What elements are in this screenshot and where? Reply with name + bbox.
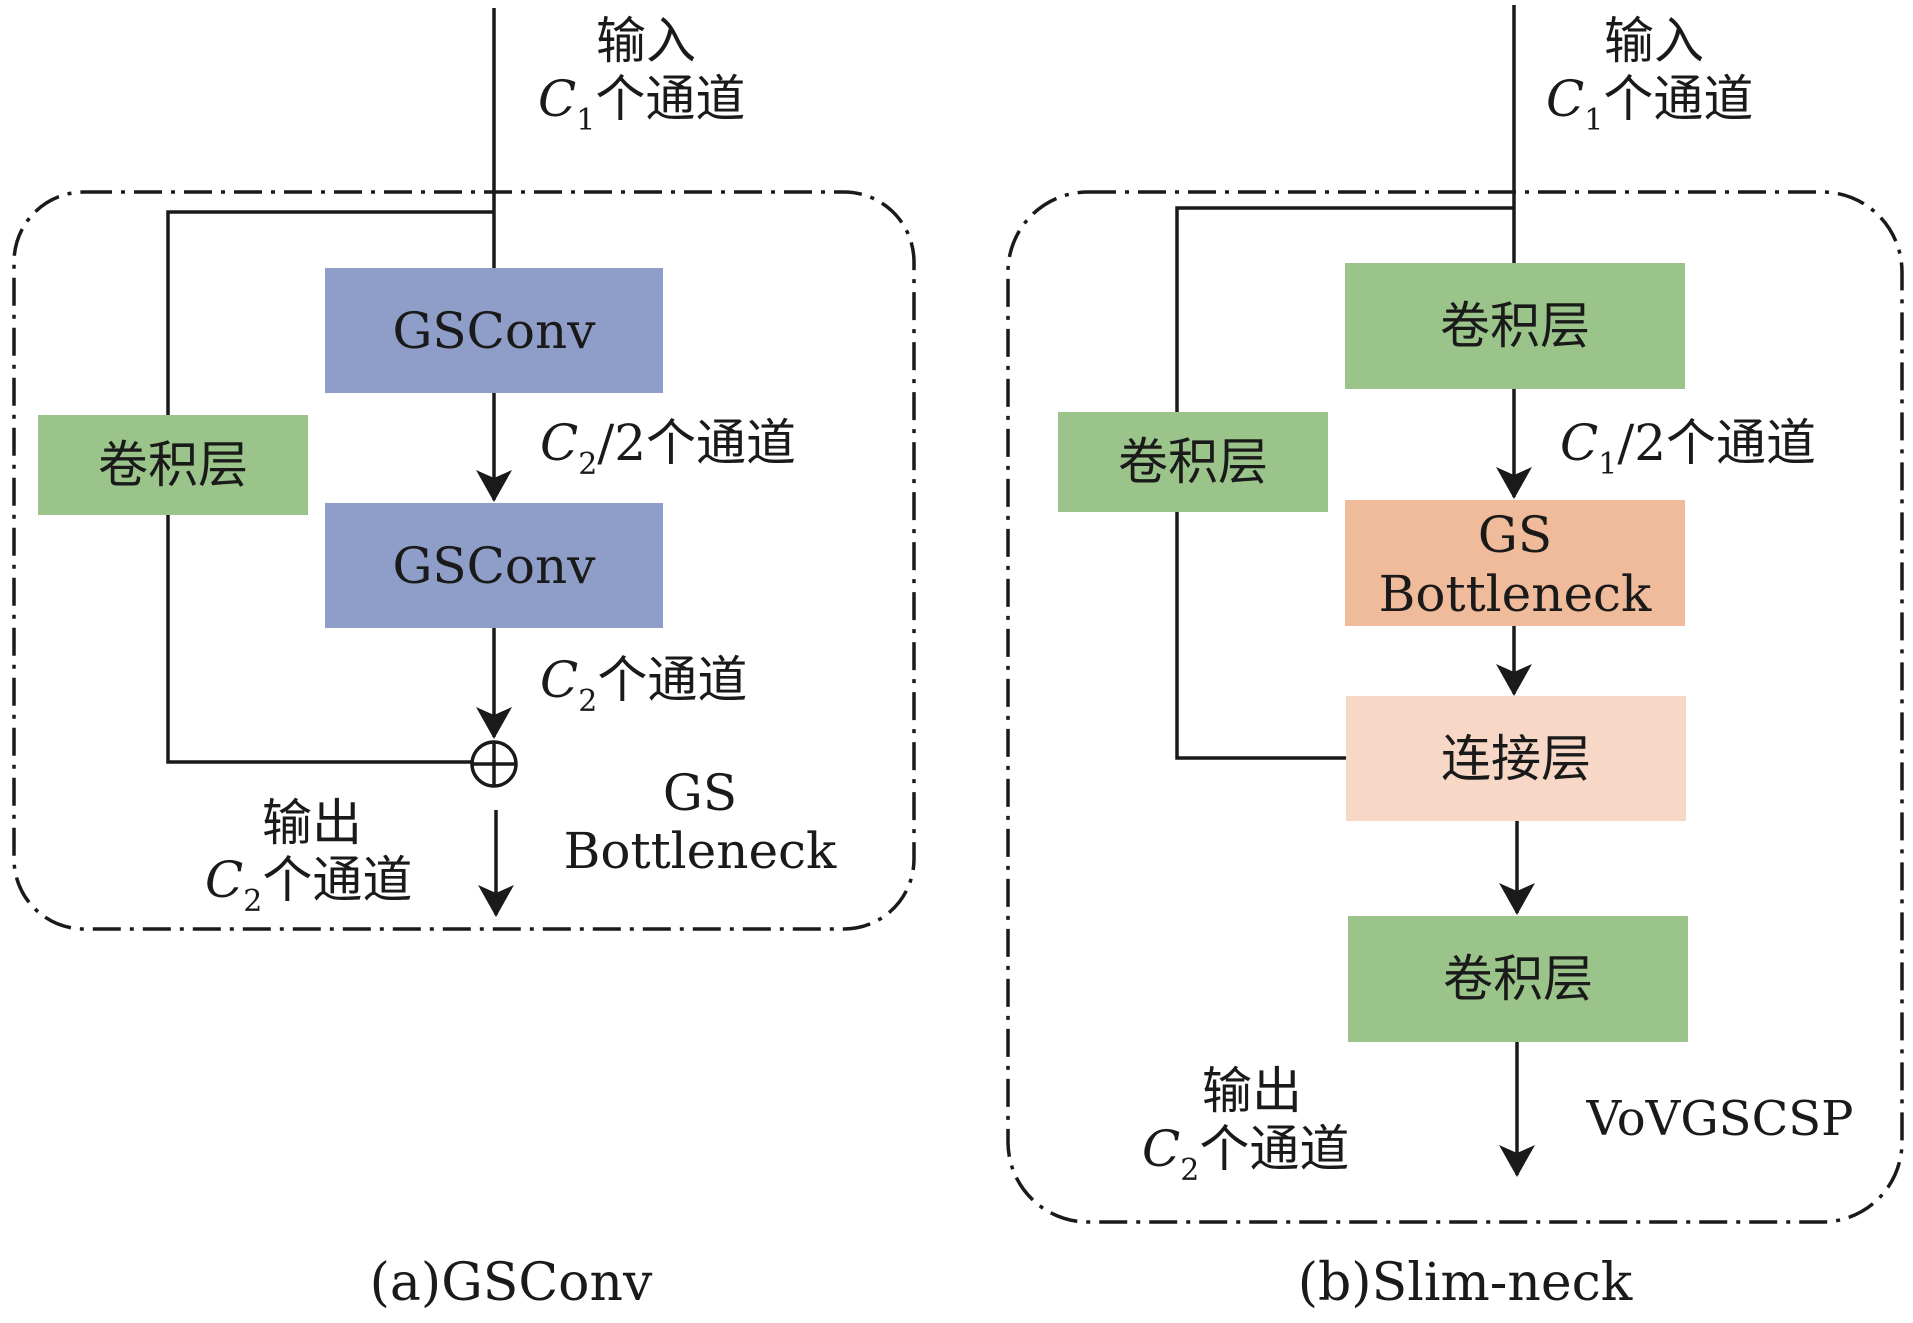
input-label-b: C1个通道 bbox=[1546, 70, 1753, 138]
post-suffix-a: 个通道 bbox=[597, 651, 747, 709]
conv-side-box-b-label: 卷积层 bbox=[1118, 433, 1268, 491]
concat-box-b-label: 连接层 bbox=[1441, 730, 1591, 788]
gsconv-box-2 bbox=[325, 503, 663, 628]
conv-top-box-b bbox=[1345, 263, 1685, 389]
mid-sub-b: 1 bbox=[1598, 447, 1617, 482]
output-label-b-top: 输出 bbox=[1202, 1062, 1302, 1120]
output-sub-b: 2 bbox=[1180, 1153, 1199, 1188]
gs-bottleneck-box-b-line2: Bottleneck bbox=[1379, 565, 1652, 623]
caption-a: (a)GSConv bbox=[370, 1253, 653, 1313]
module-name-b: VoVGSCSP bbox=[1586, 1091, 1854, 1147]
post-label-a: C2个通道 bbox=[540, 651, 747, 719]
input-sub-b: 1 bbox=[1584, 103, 1603, 138]
conv-bottom-box-b bbox=[1348, 916, 1688, 1042]
mid-symbol-a: C bbox=[540, 414, 578, 472]
conv-side-box-a bbox=[38, 415, 308, 515]
conv-side-box-b bbox=[1058, 412, 1328, 512]
conv-side-box-a-label: 卷积层 bbox=[98, 436, 248, 494]
module-name-a-line1: GS bbox=[663, 764, 737, 822]
panel-a: GSConv GSConv 卷积层 输入 C1个通道 C2/2个通道 C2个通道 bbox=[12, 8, 916, 1313]
mid-sub-a: 2 bbox=[578, 447, 597, 482]
panel-b: 卷积层 GS Bottleneck 连接层 卷积层 卷积层 输入 C1个通道 C… bbox=[1006, 5, 1904, 1313]
input-suffix-a: 个通道 bbox=[595, 70, 745, 128]
gsconv-box-1 bbox=[325, 268, 663, 393]
gs-bottleneck-box-b bbox=[1345, 500, 1685, 626]
conv-top-box-b-label: 卷积层 bbox=[1440, 297, 1590, 355]
output-suffix-b: 个通道 bbox=[1199, 1120, 1349, 1178]
conv-bottom-box-b-label: 卷积层 bbox=[1443, 950, 1593, 1008]
gsconv-box-2-label: GSConv bbox=[392, 537, 596, 595]
post-symbol-a: C bbox=[540, 651, 578, 709]
input-symbol-a: C bbox=[538, 70, 576, 128]
output-symbol-b: C bbox=[1142, 1120, 1180, 1178]
mid-label-a: C2/2个通道 bbox=[540, 414, 796, 482]
input-symbol-b: C bbox=[1546, 70, 1584, 128]
input-label-a: C1个通道 bbox=[538, 70, 745, 138]
output-suffix-a: 个通道 bbox=[262, 851, 412, 909]
caption-b: (b)Slim-neck bbox=[1298, 1253, 1633, 1313]
input-label-a-top: 输入 bbox=[596, 12, 696, 70]
gs-bottleneck-boundary bbox=[12, 190, 916, 931]
output-sub-a: 2 bbox=[243, 884, 262, 919]
gs-bottleneck-box-b-line1: GS bbox=[1478, 506, 1552, 564]
gsconv-box-1-label: GSConv bbox=[392, 302, 596, 360]
output-label-a: C2个通道 bbox=[205, 851, 412, 919]
input-sub-a: 1 bbox=[576, 103, 595, 138]
output-label-b: C2个通道 bbox=[1142, 1120, 1349, 1188]
concat-box-b bbox=[1346, 696, 1686, 821]
mid-suffix-a: /2个通道 bbox=[597, 414, 796, 472]
mid-symbol-b: C bbox=[1560, 414, 1598, 472]
vovgscsp-boundary bbox=[1006, 190, 1904, 1224]
output-label-a-top: 输出 bbox=[262, 794, 362, 852]
mid-suffix-b: /2个通道 bbox=[1617, 414, 1816, 472]
module-name-a-line2: Bottleneck bbox=[564, 822, 837, 880]
post-sub-a: 2 bbox=[578, 684, 597, 719]
output-symbol-a: C bbox=[205, 851, 243, 909]
input-suffix-b: 个通道 bbox=[1603, 70, 1753, 128]
input-label-b-top: 输入 bbox=[1604, 12, 1704, 70]
mid-label-b: C1/2个通道 bbox=[1560, 414, 1816, 482]
